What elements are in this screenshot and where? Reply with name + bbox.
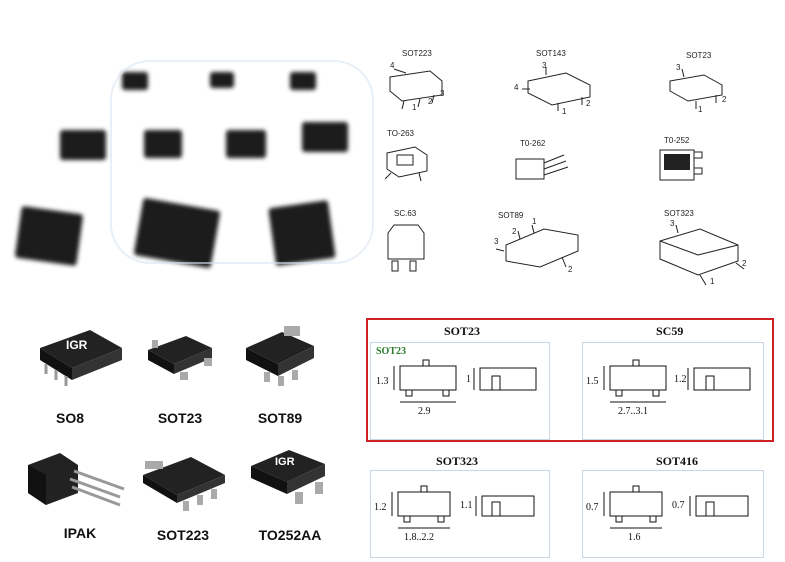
drawing-label: T0-262 xyxy=(520,139,546,148)
sot89-chip-icon xyxy=(246,326,314,386)
photo-sot89 xyxy=(240,318,320,393)
sot323-dimension-drawing xyxy=(391,485,535,529)
dim-height-front: 0.7 xyxy=(586,502,599,513)
panel-frame xyxy=(582,470,764,558)
sot323-outline xyxy=(659,224,745,286)
so8-logo: IGR xyxy=(66,338,88,352)
panel-sot23: SOT23 SOT23 1.3 2.9 1 xyxy=(368,320,550,440)
dim-height-front: 1.5 xyxy=(586,376,599,387)
drawing-to252: T0-252 xyxy=(650,130,730,190)
pin-label: 1 xyxy=(532,217,537,226)
pin-label: 1 xyxy=(412,103,417,112)
caption-so8: SO8 xyxy=(55,410,84,426)
pin-label: 3 xyxy=(542,61,547,70)
ipak-chip-icon xyxy=(28,453,125,507)
pin-label: 3 xyxy=(676,63,681,72)
pin-label: 2 xyxy=(512,227,517,236)
photo-ipak xyxy=(20,445,130,515)
panel-sot323: SOT323 1.2 1.8..2.2 1.1 xyxy=(368,450,550,560)
sot223-outline xyxy=(389,68,443,110)
sot416-dimension-drawing xyxy=(603,485,749,529)
drawing-label: SOT23 xyxy=(686,51,712,60)
to252aa-logo: IGR xyxy=(275,456,295,468)
blurred-package-photo xyxy=(0,40,374,300)
pin-label: 3 xyxy=(670,219,675,228)
drawing-label: T0-252 xyxy=(664,136,690,145)
drawing-label: TO-263 xyxy=(387,129,414,138)
photo-to252aa: IGR xyxy=(245,440,335,515)
panel-sot416: SOT416 0.7 1.6 0.7 xyxy=(580,450,768,560)
to263-outline xyxy=(384,146,428,182)
sot23-outline xyxy=(669,68,723,109)
caption-sot223: SOT223 xyxy=(156,527,210,543)
panel-title: SOT416 xyxy=(656,454,699,468)
drawing-sot143: SOT143 3 4 1 2 xyxy=(510,45,600,116)
sc63-outline xyxy=(387,224,425,272)
caption-to252aa: TO252AA xyxy=(258,527,322,543)
drawing-sot323: SOT323 3 2 1 xyxy=(650,205,750,290)
pin-label: 4 xyxy=(514,83,519,92)
caption-sot89: SOT89 xyxy=(257,410,303,426)
highlight-box xyxy=(366,318,774,442)
watermark xyxy=(110,60,374,264)
panel-title: SOT23 xyxy=(444,324,481,338)
sc59-dimension-drawing xyxy=(603,359,751,403)
pin-label: 2 xyxy=(722,95,727,104)
panel-frame xyxy=(582,342,764,440)
dim-width: 2.7..3.1 xyxy=(618,406,648,417)
pin-label: 1 xyxy=(710,277,715,286)
to252aa-chip-icon xyxy=(251,450,325,504)
pin-label: 2 xyxy=(568,265,573,274)
dim-height-side: 1.2 xyxy=(674,374,687,385)
panel-sc59: SC59 1.5 2.7..3.1 1.2 xyxy=(580,320,768,440)
drawing-label: SOT323 xyxy=(664,209,694,218)
pin-label: 1 xyxy=(562,107,567,116)
drawing-label: SOT143 xyxy=(536,49,566,58)
panel-frame xyxy=(370,470,550,558)
drawing-to263: TO-263 xyxy=(375,125,445,185)
sot89-outline xyxy=(495,224,579,268)
panel-frame xyxy=(370,342,550,440)
pin-label: 2 xyxy=(428,97,433,106)
panel-title: SC59 xyxy=(656,324,684,338)
dim-height-front: 1.3 xyxy=(376,376,389,387)
photo-sot223 xyxy=(135,445,235,515)
dim-width: 1.8..2.2 xyxy=(404,532,434,543)
dim-height-front: 1.2 xyxy=(374,502,387,513)
dim-height-side: 0.7 xyxy=(672,500,685,511)
dim-width: 2.9 xyxy=(418,406,431,417)
pin-label: 3 xyxy=(494,237,499,246)
photo-so8: IGR xyxy=(30,318,130,393)
panel-inner-label: SOT23 xyxy=(376,346,407,357)
pin-label: 2 xyxy=(742,259,747,268)
pin-label: 2 xyxy=(586,99,591,108)
sot223-chip-icon xyxy=(143,457,225,511)
dim-width: 1.6 xyxy=(628,532,641,543)
to262-outline xyxy=(515,154,569,180)
panel-title: SOT323 xyxy=(436,454,479,468)
drawing-sc63: SC.63 xyxy=(380,205,440,280)
drawing-label: SOT89 xyxy=(498,211,524,220)
sot23-dimension-drawing xyxy=(393,359,537,403)
drawing-sot223: SOT223 4 1 2 3 xyxy=(370,45,460,115)
pin-label: 4 xyxy=(390,61,395,70)
drawing-label: SC.63 xyxy=(394,209,417,218)
sot143-outline xyxy=(522,67,591,111)
pin-label: 3 xyxy=(440,89,445,98)
dim-height-side: 1 xyxy=(466,374,471,385)
drawing-sot89: SOT89 2 1 3 2 xyxy=(490,205,590,280)
dim-height-side: 1.1 xyxy=(460,500,473,511)
so8-chip-icon xyxy=(40,330,122,386)
pin-label: 1 xyxy=(698,105,703,114)
sot23-chip-icon xyxy=(148,336,212,380)
caption-sot23: SOT23 xyxy=(157,410,203,426)
drawing-sot23: SOT23 3 1 2 xyxy=(660,45,740,115)
photo-sot23 xyxy=(140,320,220,390)
to252-outline xyxy=(659,149,703,181)
drawing-to262: T0-262 xyxy=(510,135,590,190)
drawing-label: SOT223 xyxy=(402,49,432,58)
caption-ipak: IPAK xyxy=(63,525,97,541)
